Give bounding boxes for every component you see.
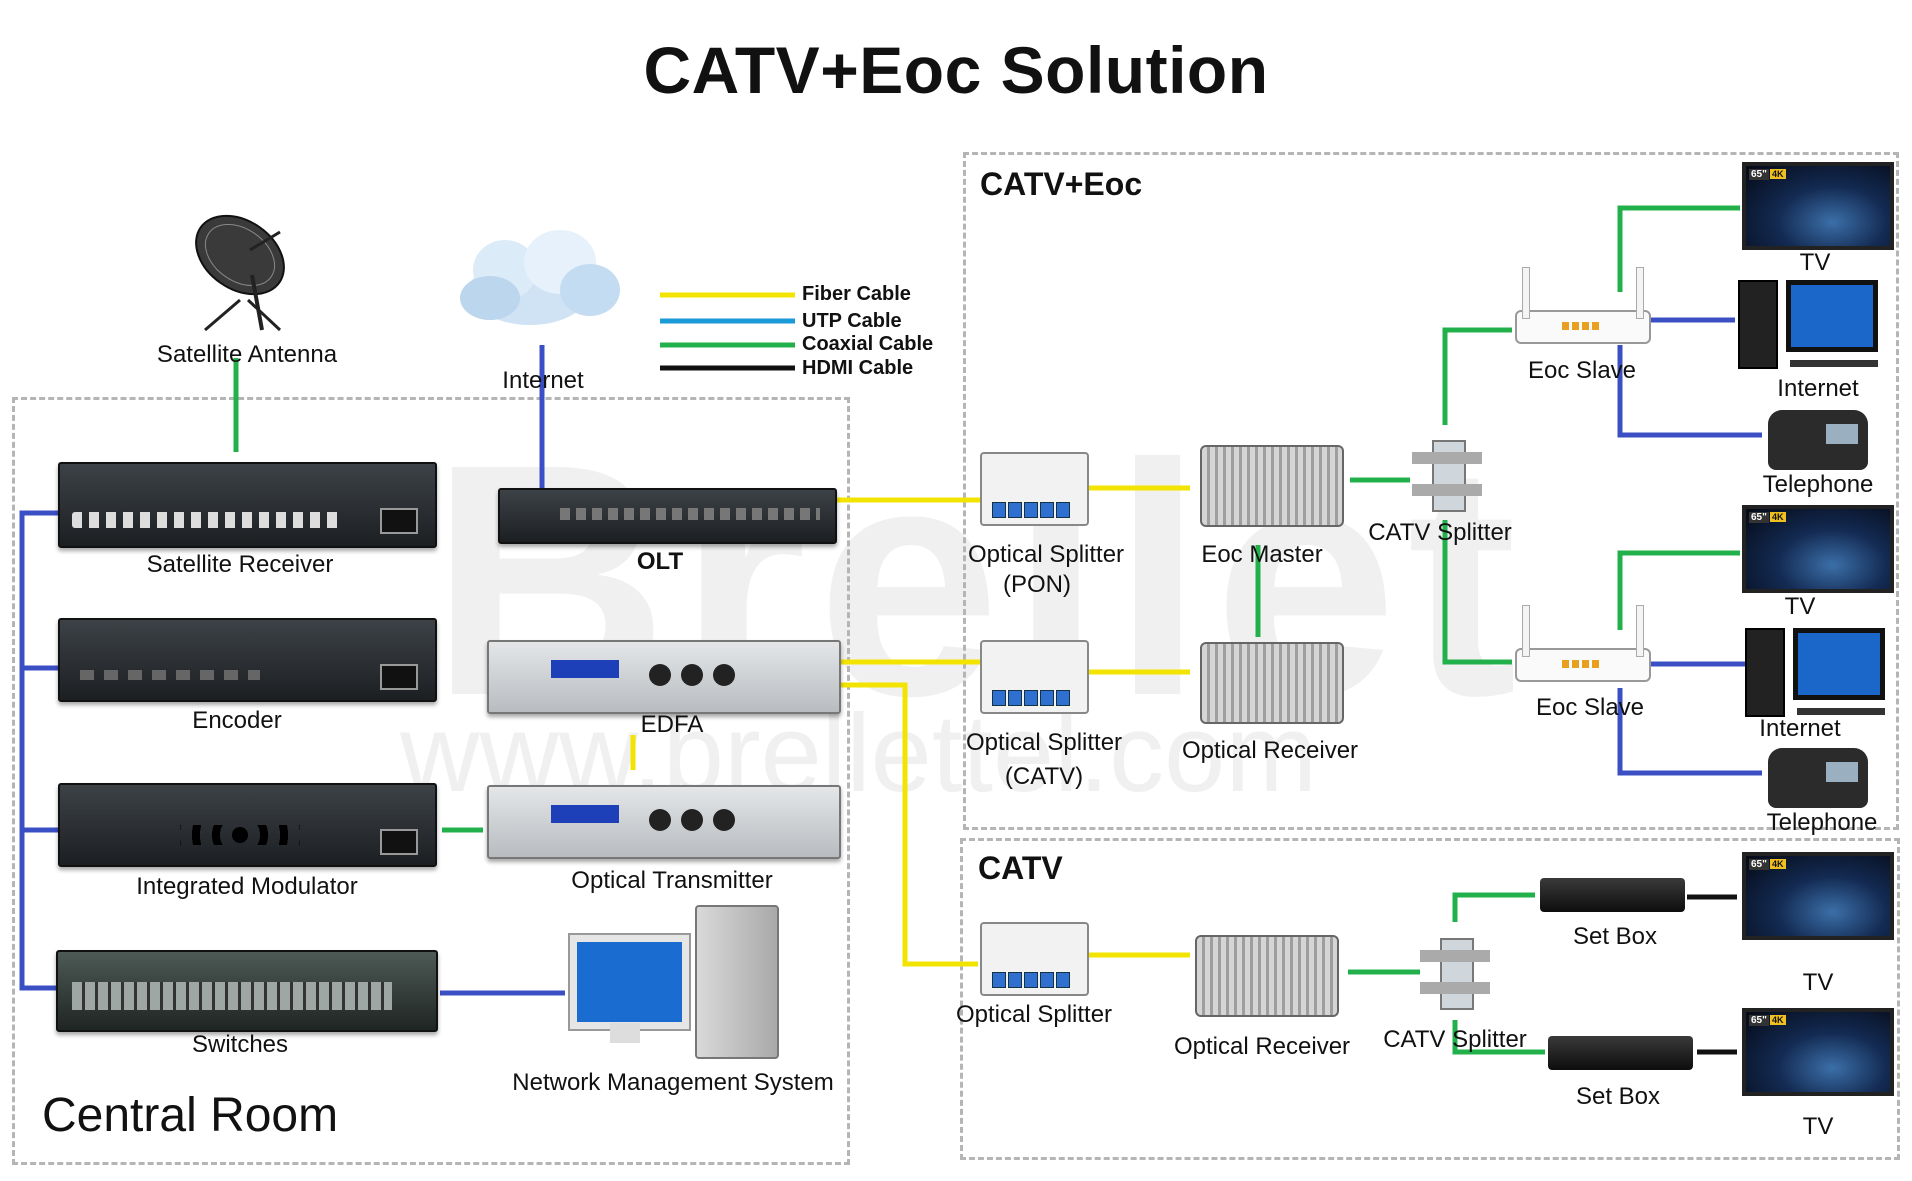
eoc-slave-2-label: Eoc Slave bbox=[1535, 694, 1645, 721]
wire-edfa-splitter-catv2 bbox=[835, 682, 978, 967]
optical-splitter-catv-label: Optical Splitter bbox=[965, 729, 1123, 756]
tv-4k-badge: 4K bbox=[1770, 169, 1786, 179]
encoder-device bbox=[58, 618, 437, 702]
tv-catv-1-icon: 65"4K bbox=[1742, 852, 1894, 940]
tv-4k-badge: 4K bbox=[1770, 859, 1786, 869]
optical-splitter-pon-device bbox=[980, 452, 1089, 526]
wire-slave2-phone2 bbox=[1617, 688, 1762, 776]
optical-splitter-catv-sub: (CATV) bbox=[1004, 763, 1084, 790]
optical-receiver-label: Optical Receiver bbox=[1181, 737, 1359, 764]
zone-central-room bbox=[12, 397, 850, 1165]
wire-ethernet-bus bbox=[19, 510, 58, 991]
set-box-1-device bbox=[1540, 878, 1685, 912]
nms-label: Network Management System bbox=[512, 1069, 834, 1096]
internet-cloud-icon bbox=[460, 230, 620, 325]
satellite-receiver-device bbox=[58, 462, 437, 548]
set-box-1-label: Set Box bbox=[1572, 923, 1658, 950]
edfa-label: EDFA bbox=[640, 711, 704, 738]
encoder-label: Encoder bbox=[192, 707, 282, 734]
tv-size-badge: 65" bbox=[1749, 512, 1769, 523]
catv-optical-splitter-label: Optical Splitter bbox=[955, 1001, 1113, 1028]
legend-coax-label: Coaxial Cable bbox=[802, 333, 934, 355]
zone-catv-eoc-label: CATV+Eoc bbox=[980, 166, 1143, 202]
catv-splitter-2-label: CATV Splitter bbox=[1383, 1026, 1527, 1053]
internet-2-label: Internet bbox=[1759, 715, 1841, 742]
eoc-slave-1-label: Eoc Slave bbox=[1527, 357, 1637, 384]
eoc-slave-2-device bbox=[1515, 605, 1651, 682]
optical-receiver-device bbox=[1200, 642, 1344, 724]
satellite-dish-icon bbox=[195, 214, 285, 332]
zone-central-room-label: Central Room bbox=[42, 1089, 339, 1142]
wire-catvsplitter-slave2 bbox=[1442, 520, 1512, 665]
tv-catv-2-label: TV bbox=[1802, 1113, 1834, 1140]
eoc-master-label: Eoc Master bbox=[1201, 541, 1323, 568]
wire-slave1-phone1 bbox=[1617, 345, 1762, 438]
optical-splitter-pon-label: Optical Splitter bbox=[967, 541, 1125, 568]
tv-size-badge: 65" bbox=[1749, 169, 1769, 180]
telephone-1-icon bbox=[1768, 410, 1868, 470]
tv-catv-1-label: TV bbox=[1802, 969, 1834, 996]
satellite-receiver-label: Satellite Receiver bbox=[146, 551, 334, 578]
internet-1-label: Internet bbox=[1777, 375, 1859, 402]
internet-label: Internet bbox=[502, 367, 584, 394]
satellite-antenna-label: Satellite Antenna bbox=[156, 341, 338, 368]
legend-fiber-label: Fiber Cable bbox=[802, 283, 911, 305]
optical-splitter-pon-sub: (PON) bbox=[1003, 571, 1071, 598]
edfa-device bbox=[487, 640, 841, 714]
tv-size-badge: 65" bbox=[1749, 1015, 1769, 1026]
tv-4k-badge: 4K bbox=[1770, 1015, 1786, 1025]
tv-1-icon: 65"4K bbox=[1742, 162, 1894, 250]
eoc-slave-1-device bbox=[1515, 267, 1651, 344]
wire-slave1-tv1 bbox=[1617, 205, 1740, 292]
zone-catv-eoc bbox=[963, 152, 1899, 830]
integrated-modulator-device bbox=[58, 783, 437, 867]
telephone-1-label: Telephone bbox=[1762, 471, 1874, 498]
catv-splitter-2-device bbox=[1420, 928, 1490, 1016]
set-box-2-device bbox=[1548, 1036, 1693, 1070]
tv-2-icon: 65"4K bbox=[1742, 505, 1894, 593]
catv-optical-receiver-label: Optical Receiver bbox=[1173, 1033, 1351, 1060]
optical-splitter-catv-device bbox=[980, 640, 1089, 714]
optical-transmitter-label: Optical Transmitter bbox=[571, 867, 773, 894]
wire-catvsplitter2-stb2 bbox=[1452, 1020, 1545, 1055]
diagram-title: CATV+Eoc Solution bbox=[643, 33, 1269, 107]
nms-computer-icon bbox=[570, 905, 780, 1060]
tv-1-label: TV bbox=[1799, 249, 1831, 276]
wire-catvsplitter-slave1 bbox=[1442, 327, 1512, 425]
catv-splitter-label: CATV Splitter bbox=[1368, 519, 1512, 546]
telephone-2-icon bbox=[1768, 748, 1868, 808]
eoc-master-device bbox=[1200, 445, 1344, 527]
legend-hdmi-label: HDMI Cable bbox=[802, 357, 914, 379]
internet-2-computer-icon bbox=[1745, 628, 1895, 723]
tv-2-label: TV bbox=[1784, 593, 1816, 620]
tv-catv-2-icon: 65"4K bbox=[1742, 1008, 1894, 1096]
wire-slave2-tv2 bbox=[1617, 550, 1740, 630]
catv-optical-splitter-device bbox=[980, 922, 1089, 996]
olt-device bbox=[498, 488, 837, 544]
tv-size-badge: 65" bbox=[1749, 859, 1769, 870]
catv-optical-receiver-device bbox=[1195, 935, 1339, 1017]
switches-label: Switches bbox=[191, 1031, 289, 1058]
optical-transmitter-device bbox=[487, 785, 841, 859]
olt-label: OLT bbox=[636, 548, 684, 575]
internet-1-computer-icon bbox=[1738, 280, 1888, 375]
zone-catv-label: CATV bbox=[978, 850, 1063, 886]
legend-utp-label: UTP Cable bbox=[802, 310, 902, 332]
telephone-2-label: Telephone bbox=[1766, 809, 1878, 836]
integrated-modulator-label: Integrated Modulator bbox=[136, 873, 358, 900]
zone-catv bbox=[960, 838, 1900, 1160]
wire-catvsplitter2-stb1 bbox=[1452, 892, 1535, 922]
tv-4k-badge: 4K bbox=[1770, 512, 1786, 522]
catv-splitter-device bbox=[1412, 430, 1482, 518]
set-box-2-label: Set Box bbox=[1575, 1083, 1661, 1110]
switches-device bbox=[56, 950, 438, 1032]
